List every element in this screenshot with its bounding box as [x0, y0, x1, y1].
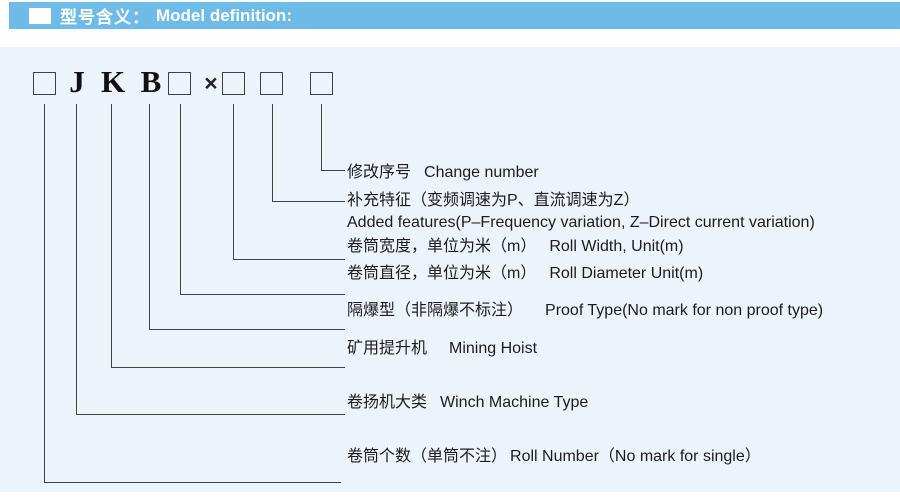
- model-box-1: [33, 72, 56, 95]
- label-en: Winch Machine Type: [440, 394, 589, 411]
- connector-added-features: [272, 104, 345, 202]
- connector-winch-type: [76, 104, 345, 415]
- label-zh: 矿用提升机: [347, 340, 428, 357]
- label-roll-diameter: 卷筒直径，单位为米（m） Roll Diameter Unit(m): [347, 265, 703, 282]
- label-en: Proof Type(No mark for non proof type): [545, 302, 824, 319]
- model-letter-b: B: [140, 64, 162, 99]
- model-box-5: [310, 72, 333, 95]
- label-zh: 补充特征（变频调速为P、直流调速为Z）: [347, 192, 640, 209]
- connector-roll-width: [233, 104, 345, 260]
- label-winch-type: 卷扬机大类 Winch Machine Type: [347, 394, 588, 411]
- content-area: [0, 47, 900, 492]
- label-proof-type: 隔爆型（非隔爆不标注） Proof Type(No mark for non pr…: [347, 302, 823, 319]
- header-bar: 型号含义： Model definition:: [9, 2, 900, 29]
- connector-proof-type: [149, 104, 345, 330]
- header-title-en: Model definition:: [156, 5, 292, 25]
- multiply-sign: ×: [204, 70, 218, 96]
- label-en: Added features(P–Frequency variation, Z–…: [347, 214, 815, 231]
- model-box-2: [168, 72, 191, 95]
- connector-mining-hoist: [111, 104, 345, 368]
- label-zh: 卷扬机大类: [347, 394, 428, 411]
- label-zh: 隔爆型（非隔爆不标注）: [347, 302, 524, 319]
- label-zh: 卷筒个数（单筒不注）: [347, 448, 508, 465]
- connector-roll-number: [44, 104, 341, 483]
- label-roll-number: 卷筒个数（单筒不注）Roll Number（No mark for single…: [347, 448, 761, 465]
- label-en: Roll Width, Unit(m): [549, 238, 684, 255]
- connector-change-number: [321, 104, 345, 171]
- label-mining-hoist: 矿用提升机 Mining Hoist: [347, 340, 537, 357]
- model-box-4: [260, 72, 283, 95]
- label-en: Roll Number（No mark for single）: [510, 448, 761, 465]
- label-change-number: 修改序号 Change number: [347, 164, 539, 181]
- label-en: Mining Hoist: [449, 340, 538, 357]
- label-zh: 修改序号: [347, 164, 412, 181]
- label-roll-width: 卷筒宽度，单位为米（m） Roll Width, Unit(m): [347, 238, 684, 255]
- label-added-features: 补充特征（变频调速为P、直流调速为Z） Added features(P–Freq…: [347, 190, 815, 234]
- connector-roll-diameter: [180, 104, 345, 295]
- header-title-zh: 型号含义：: [60, 8, 150, 27]
- model-letter-j: J: [69, 64, 85, 99]
- label-en: Roll Diameter Unit(m): [549, 265, 704, 282]
- label-zh: 卷筒直径，单位为米（m）: [347, 265, 537, 282]
- model-box-3: [222, 72, 245, 95]
- label-en: Change number: [424, 164, 539, 181]
- square-bullet-icon: [29, 7, 51, 24]
- label-zh: 卷筒宽度，单位为米（m）: [347, 238, 537, 255]
- model-letter-k: K: [100, 64, 126, 99]
